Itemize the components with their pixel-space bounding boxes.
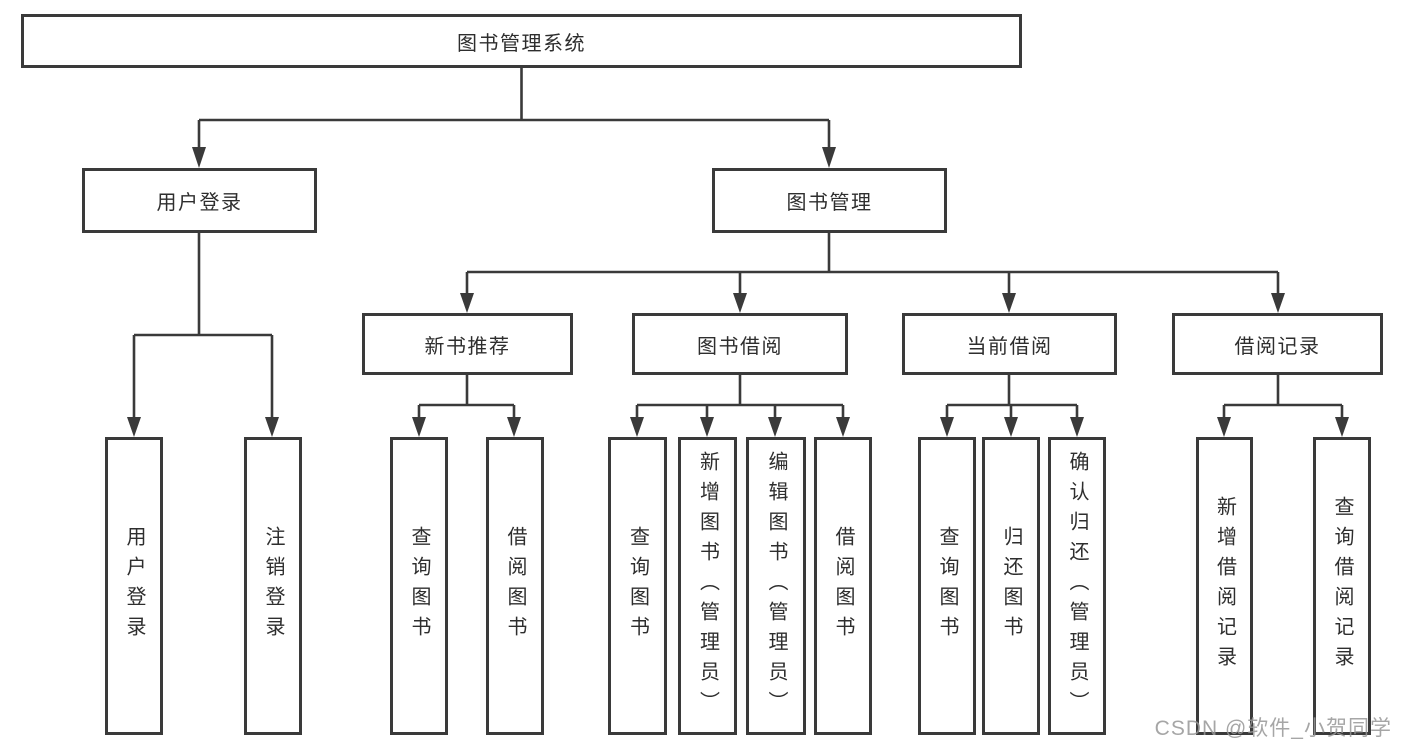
node-user-login-leaf: 用户登录 xyxy=(105,437,163,735)
node-book-management-branch: 图书管理 xyxy=(712,168,947,233)
node-bb-add-books-admin-label: 新增图书（管理员） xyxy=(696,451,719,721)
node-new-book-recommend: 新书推荐 xyxy=(362,313,573,375)
node-user-login-leaf-label: 用户登录 xyxy=(123,526,145,646)
node-cb-query-books-label: 查询图书 xyxy=(936,526,958,646)
node-user-login-branch-label: 用户登录 xyxy=(156,192,243,214)
node-bb-borrow-books-label: 借阅图书 xyxy=(832,526,854,646)
node-current-borrow: 当前借阅 xyxy=(902,313,1117,375)
csdn-watermark: CSDN @软件_小贺同学 xyxy=(1154,717,1392,740)
node-bb-edit-books-admin-label: 编辑图书（管理员） xyxy=(765,451,787,721)
node-library-management-system: 图书管理系统 xyxy=(21,14,1022,68)
node-nb-borrow-books: 借阅图书 xyxy=(486,437,544,735)
node-library-management-system-label: 图书管理系统 xyxy=(457,32,586,55)
node-nb-borrow-books-label: 借阅图书 xyxy=(504,526,526,646)
node-bb-add-books-admin: 新增图书（管理员） xyxy=(678,437,737,735)
node-book-borrow: 图书借阅 xyxy=(632,313,848,375)
node-cb-confirm-return-admin: 确认归还（管理员） xyxy=(1048,437,1106,735)
node-bb-query-books-label: 查询图书 xyxy=(626,526,649,646)
node-logout-leaf-label: 注销登录 xyxy=(262,526,284,646)
node-br-query-record: 查询借阅记录 xyxy=(1313,437,1371,735)
node-br-query-record-label: 查询借阅记录 xyxy=(1331,496,1353,676)
node-br-add-record-label: 新增借阅记录 xyxy=(1213,496,1236,676)
node-borrow-records-label: 借阅记录 xyxy=(1234,335,1321,358)
node-bb-borrow-books: 借阅图书 xyxy=(814,437,872,735)
connector-shafts xyxy=(132,68,1344,419)
node-cb-return-books-label: 归还图书 xyxy=(1000,526,1022,646)
node-logout-leaf: 注销登录 xyxy=(244,437,302,735)
node-cb-return-books: 归还图书 xyxy=(982,437,1040,735)
node-current-borrow-label: 当前借阅 xyxy=(966,335,1053,358)
node-cb-confirm-return-admin-label: 确认归还（管理员） xyxy=(1066,451,1088,721)
node-user-login-branch: 用户登录 xyxy=(82,168,317,233)
node-book-management-branch-label: 图书管理 xyxy=(786,192,873,214)
node-bb-edit-books-admin: 编辑图书（管理员） xyxy=(746,437,806,735)
node-cb-query-books: 查询图书 xyxy=(918,437,976,735)
node-nb-query-books: 查询图书 xyxy=(390,437,448,735)
node-new-book-recommend-label: 新书推荐 xyxy=(424,335,511,358)
node-nb-query-books-label: 查询图书 xyxy=(408,526,430,646)
node-book-borrow-label: 图书借阅 xyxy=(697,335,783,358)
node-bb-query-books: 查询图书 xyxy=(608,437,667,735)
node-borrow-records: 借阅记录 xyxy=(1172,313,1383,375)
node-br-add-record: 新增借阅记录 xyxy=(1196,437,1253,735)
